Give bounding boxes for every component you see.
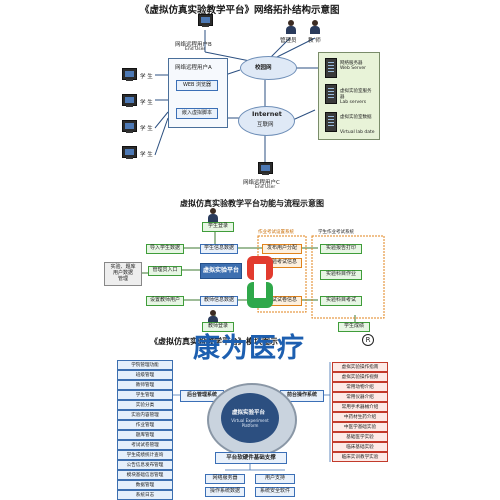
lab-server-en: Lab servers bbox=[340, 100, 367, 105]
student-score-box: 学生成绩 bbox=[338, 322, 370, 332]
user-b-en: End User bbox=[185, 47, 206, 52]
menu-item[interactable]: 中药材生药介绍 bbox=[332, 412, 388, 422]
core-subtitle: Virtual Experiment Platform bbox=[231, 418, 269, 428]
publish-task-box: 发布用户分配 bbox=[262, 244, 302, 254]
bottom-item: 系统安全软件 bbox=[255, 487, 295, 497]
student-label: 学 生 bbox=[140, 74, 153, 80]
module-title: 《虚拟仿真实验教学平台》模块图示 bbox=[150, 337, 278, 346]
core-center bbox=[221, 393, 279, 443]
menu-item[interactable]: 学院管理功能 bbox=[117, 360, 173, 370]
internet-label: Internet bbox=[252, 110, 282, 118]
user-b-label: 网络远程用户B bbox=[175, 42, 212, 48]
bottom-item: 操作系统数据 bbox=[205, 487, 245, 497]
menu-item[interactable]: 临床实训教学实验 bbox=[332, 452, 388, 462]
campus-cloud bbox=[240, 56, 297, 80]
student-label: 学 生 bbox=[140, 126, 153, 132]
base-box: 平台软硬件基础支撑 bbox=[215, 452, 287, 464]
user-c-label: 网络远程用户C bbox=[243, 180, 280, 186]
menu-item[interactable]: 数据管理 bbox=[117, 480, 173, 490]
settings-user-box: 设置教师用户 bbox=[146, 296, 184, 306]
lab-server-cn: 虚拟实验室服务器 bbox=[340, 89, 372, 100]
web-server-icon bbox=[325, 58, 337, 78]
import-student-box: 导入学生数据 bbox=[146, 244, 184, 254]
web-server-cn: 网络服务器 bbox=[340, 61, 363, 66]
core-title: 虚拟实验平台 bbox=[232, 410, 266, 416]
menu-item[interactable]: 教师管理 bbox=[117, 380, 173, 390]
internet-cloud bbox=[238, 106, 295, 136]
lab-data-cn: 虚拟实验室数据 bbox=[340, 115, 372, 120]
menu-item[interactable]: 题库管理 bbox=[117, 430, 173, 440]
campus-label: 校园网 bbox=[255, 65, 272, 71]
menu-item[interactable]: 虚拟实验操作视频 bbox=[332, 372, 388, 382]
admin-label: 管理员 bbox=[280, 38, 297, 44]
menu-item[interactable]: 临床基础实验 bbox=[332, 442, 388, 452]
menu-item[interactable]: 实验内容管理 bbox=[117, 410, 173, 420]
user-a-label: 网络远程用户A bbox=[175, 65, 212, 71]
menu-item[interactable]: 作业管理 bbox=[117, 420, 173, 430]
lab-report-print-box: 实验报告打印 bbox=[320, 244, 362, 254]
teacher-info-box: 教师信息数据 bbox=[200, 296, 238, 306]
lab-subject-box: 实验科目作业 bbox=[320, 270, 362, 280]
menu-item[interactable]: 公告信息发布管理 bbox=[117, 460, 173, 470]
question-bank-box: 实验、题库 用户数据 管理 bbox=[104, 262, 142, 286]
exam-system-label: 学生作业考试系统 bbox=[318, 230, 354, 235]
admin-entry-box: 管理员入口 bbox=[148, 266, 182, 276]
user-c-en: End User bbox=[255, 185, 276, 190]
web-server-en: Web Server bbox=[340, 66, 366, 71]
menu-item[interactable]: 实验分类 bbox=[117, 400, 173, 410]
menu-item[interactable]: 常用手术器械介绍 bbox=[332, 402, 388, 412]
menu-item[interactable]: 模块基础信息管理 bbox=[117, 470, 173, 480]
menu-item[interactable]: 考试试卷管理 bbox=[117, 440, 173, 450]
assign-label: 作业考试设置系统 bbox=[258, 230, 294, 235]
backend-box: 后台管理系统 bbox=[180, 390, 224, 402]
teacher-login-box: 教师登录 bbox=[202, 322, 234, 332]
menu-item[interactable]: 中医学基础实验 bbox=[332, 422, 388, 432]
menu-item[interactable]: 常用仪器介绍 bbox=[332, 392, 388, 402]
menu-item[interactable]: 虚拟实验操作指南 bbox=[332, 362, 388, 372]
bottom-item: 网络服务器 bbox=[205, 474, 245, 484]
brand-logo bbox=[247, 256, 273, 308]
menu-item[interactable]: 系统日志 bbox=[117, 490, 173, 500]
menu-item[interactable]: 基础医学实验 bbox=[332, 432, 388, 442]
internet-cn-label: 互联网 bbox=[257, 122, 274, 128]
lab-data-icon bbox=[325, 112, 337, 132]
lab-server-icon bbox=[325, 84, 337, 104]
topology-title: 《虚拟仿真实验教学平台》网络拓扑结构示意图 bbox=[140, 5, 340, 16]
student-login-box: 学生登录 bbox=[202, 222, 234, 232]
registered-mark: R bbox=[362, 334, 374, 346]
platform-box: 虚拟实验平台 bbox=[200, 263, 242, 279]
student-label: 学 生 bbox=[140, 100, 153, 106]
lab-subject-exam-box: 实验科目考试 bbox=[320, 296, 362, 306]
teacher-label: 教 师 bbox=[308, 38, 321, 44]
browser-box: WEB 浏览器 bbox=[176, 80, 218, 91]
menu-item[interactable]: 班级管理 bbox=[117, 370, 173, 380]
bottom-item: 用户支持 bbox=[255, 474, 295, 484]
flow-title: 虚拟仿真实验教学平台功能与流程示意图 bbox=[180, 199, 324, 208]
menu-item[interactable]: 学生管理 bbox=[117, 390, 173, 400]
plugin-box: 嵌入虚拟脚本 bbox=[176, 108, 218, 119]
student-info-box: 学生信息数据 bbox=[200, 244, 238, 254]
menu-item[interactable]: 学生成绩统计查询 bbox=[117, 450, 173, 460]
student-label: 学 生 bbox=[140, 152, 153, 158]
menu-item[interactable]: 常用动物介绍 bbox=[332, 382, 388, 392]
lab-data-en: Virtual lab date bbox=[340, 130, 375, 135]
brand-watermark: 康为医疗 bbox=[193, 333, 305, 364]
